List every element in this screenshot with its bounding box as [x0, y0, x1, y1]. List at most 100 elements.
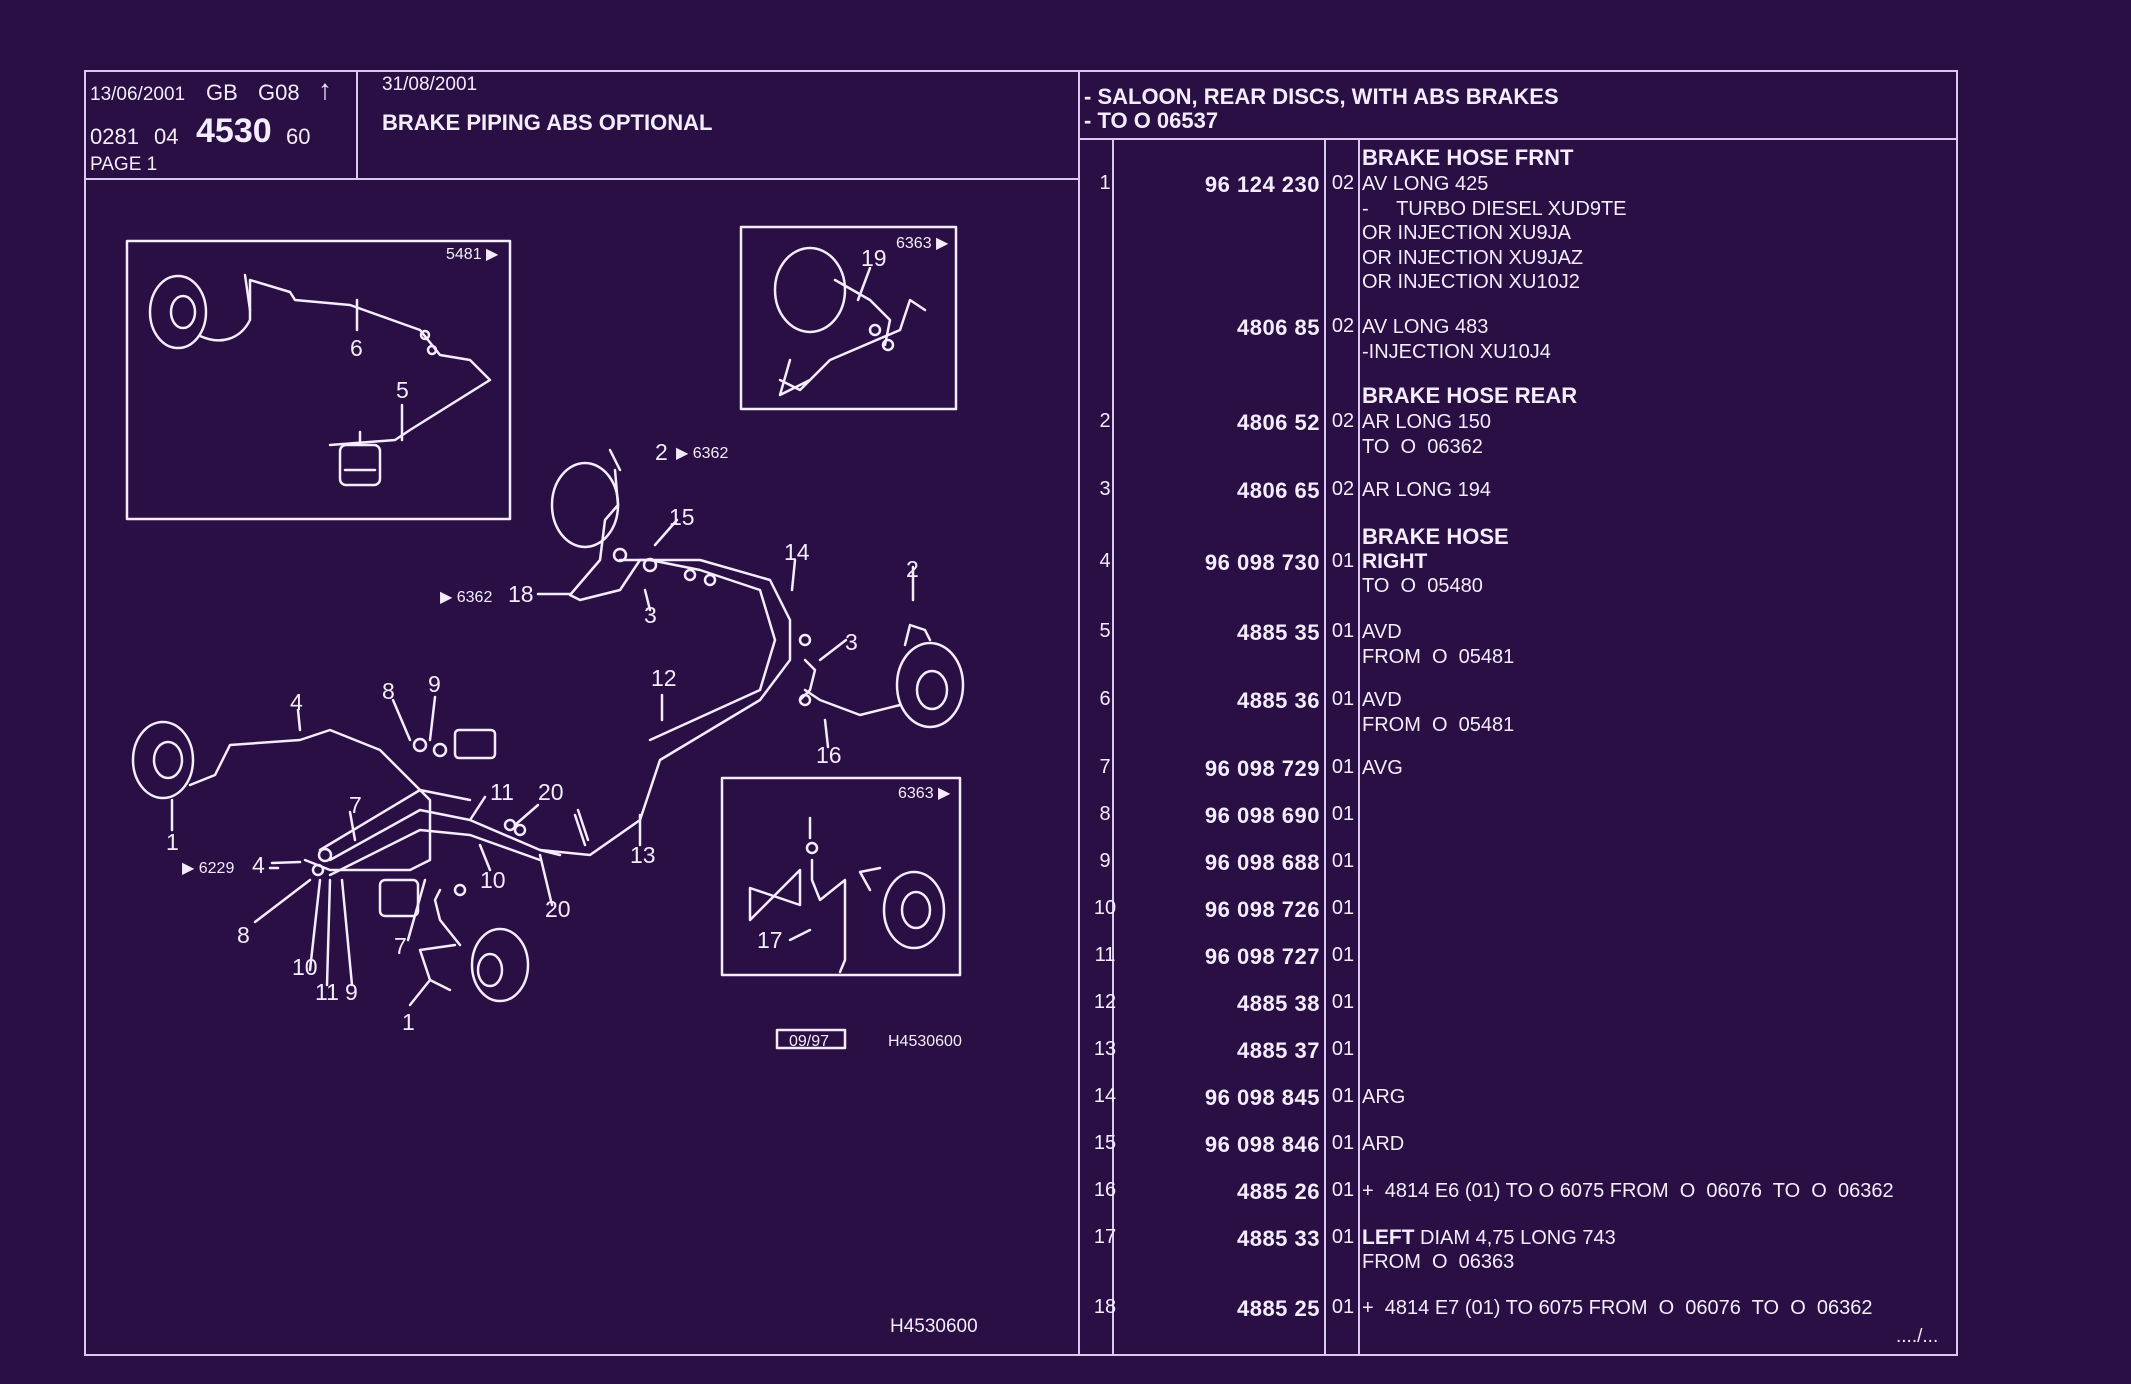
- part-4-desc: TO O 05480: [1362, 575, 1483, 597]
- plate-number: 4530: [196, 112, 272, 150]
- part-11-number[interactable]: 96 098 727: [1204, 944, 1320, 969]
- part-1-number[interactable]: 96 124 230: [1204, 172, 1320, 197]
- part-12-number[interactable]: 4885 38: [1236, 991, 1320, 1016]
- callout-2-b: 2: [906, 556, 919, 582]
- part-3-number[interactable]: 4806 65: [1236, 478, 1320, 503]
- part-5-number[interactable]: 4885 35: [1236, 620, 1320, 645]
- part-5-index: 5: [1099, 620, 1111, 642]
- column-divider-main: [1078, 70, 1080, 1356]
- brake-piping-diagram: 6 5 19 2 15 14 2 18 3 3 12 16 4 8 9 11 2…: [125, 225, 978, 1337]
- callout-4-a: 4: [290, 689, 303, 715]
- callout-2-a: 2: [655, 439, 668, 465]
- part-13-qty: 01: [1331, 1038, 1355, 1060]
- part-13-index: 13: [1093, 1038, 1117, 1060]
- part-1b-number[interactable]: 4806 85: [1236, 315, 1320, 340]
- callout-20-a: 20: [538, 779, 564, 805]
- part-16-number[interactable]: 4885 26: [1236, 1179, 1320, 1204]
- part-14-qty: 01: [1331, 1085, 1355, 1107]
- ref-6363-top: 6363 ▶: [896, 235, 949, 252]
- part-14-index: 14: [1093, 1085, 1117, 1107]
- part-15-desc: ARD: [1362, 1133, 1405, 1155]
- part-7-desc: AVG: [1362, 757, 1403, 779]
- applicability-line-2: - TO O 06537: [1084, 108, 1219, 133]
- part-17-number[interactable]: 4885 33: [1236, 1226, 1320, 1251]
- rear-disc-inset-2: [773, 246, 927, 397]
- part-2-desc: AR LONG 150 TO O 06362: [1362, 411, 1491, 458]
- part-17-side: LEFT: [1362, 1226, 1415, 1249]
- inset-box-top-left: [125, 239, 512, 521]
- catalog-page-frame: [84, 70, 1958, 1356]
- part-12-index: 12: [1093, 991, 1117, 1013]
- part-10-index: 10: [1093, 897, 1117, 919]
- language-code: GB: [206, 80, 238, 105]
- page-title: BRAKE PIPING ABS OPTIONAL: [382, 110, 713, 135]
- part-18-qty: 01: [1331, 1296, 1355, 1318]
- part-8-qty: 01: [1331, 803, 1355, 825]
- part-4-side: RIGHT: [1362, 550, 1428, 573]
- part-18-number[interactable]: 4885 25: [1236, 1296, 1320, 1321]
- callout-12: 12: [651, 665, 677, 691]
- part-13-number[interactable]: 4885 37: [1236, 1038, 1320, 1063]
- column-divider-partno: [1112, 138, 1114, 1356]
- part-11-qty: 01: [1331, 944, 1355, 966]
- drawing-number: H4530600: [888, 1033, 962, 1050]
- part-16-qty: 01: [1331, 1179, 1355, 1201]
- part-15-index: 15: [1093, 1132, 1117, 1154]
- part-2-index: 2: [1099, 410, 1111, 432]
- group-code: G08: [258, 80, 300, 105]
- part-10-number[interactable]: 96 098 726: [1204, 897, 1320, 922]
- ref-6362-a: ▶ 6362: [676, 445, 728, 462]
- part-1-desc: AV LONG 425 - TURBO DIESEL XUD9TE OR INJ…: [1362, 173, 1627, 293]
- callout-7-a: 7: [349, 792, 362, 818]
- date-revised: 31/08/2001: [382, 74, 478, 95]
- callout-8-b: 8: [237, 922, 250, 948]
- callout-7-b: 7: [394, 933, 407, 959]
- part-7-index: 7: [1099, 756, 1111, 778]
- ref-6363-bottom: 6363 ▶: [898, 785, 951, 802]
- continuation-mark: ..../...: [1896, 1326, 1939, 1347]
- applicability-line-1: - SALOON, REAR DISCS, WITH ABS BRAKES: [1084, 84, 1559, 109]
- part-7-number[interactable]: 96 098 729: [1204, 756, 1320, 781]
- part-2-heading: BRAKE HOSE REAR: [1362, 383, 1578, 408]
- callout-9-b: 9: [345, 979, 358, 1005]
- part-17-qty: 01: [1331, 1226, 1355, 1248]
- part-16-index: 16: [1093, 1179, 1117, 1201]
- part-1b-qty: 02: [1331, 315, 1355, 337]
- part-12-qty: 01: [1331, 991, 1355, 1013]
- callout-3-a: 3: [644, 602, 657, 628]
- callout-11-a: 11: [490, 779, 514, 805]
- part-15-number[interactable]: 96 098 846: [1204, 1132, 1320, 1157]
- callout-9-a: 9: [428, 671, 441, 697]
- header-bottom-line-left: [84, 178, 1078, 180]
- callout-10-b: 10: [292, 954, 318, 980]
- ref-6362-b: ▶ 6362: [440, 589, 492, 606]
- rear-disc-inset-3: [748, 841, 946, 974]
- callout-8-a: 8: [382, 678, 395, 704]
- callout-1-b: 1: [402, 1009, 415, 1035]
- part-4-heading: BRAKE HOSE: [1362, 524, 1509, 549]
- part-18-index: 18: [1093, 1296, 1117, 1318]
- part-5-qty: 01: [1331, 620, 1355, 642]
- callout-19: 19: [861, 245, 887, 271]
- part-4-number[interactable]: 96 098 730: [1204, 550, 1320, 575]
- part-6-number[interactable]: 4885 36: [1236, 688, 1320, 713]
- part-4-qty: 01: [1331, 550, 1355, 572]
- part-3-desc: AR LONG 194: [1362, 479, 1491, 501]
- part-2-qty: 02: [1331, 410, 1355, 432]
- part-16-desc: + 4814 E6 (01) TO O 6075 FROM O 06076 TO…: [1362, 1180, 1894, 1202]
- header-divider-1: [356, 70, 358, 180]
- part-1b-desc: AV LONG 483 -INJECTION XU10J4: [1362, 316, 1551, 363]
- part-14-number[interactable]: 96 098 845: [1204, 1085, 1320, 1110]
- callout-18: 18: [508, 581, 534, 607]
- part-2-number[interactable]: 4806 52: [1236, 410, 1320, 435]
- date-issued: 13/06/2001: [90, 84, 186, 105]
- part-8-index: 8: [1099, 803, 1111, 825]
- callout-11-b: 11: [315, 979, 339, 1005]
- inset-box-top-right: [739, 225, 958, 411]
- main-brake-lines: [131, 461, 965, 1003]
- part-17-desc-line1: LEFT DIAM 4,75 LONG 743: [1362, 1226, 1616, 1251]
- callout-4-b: 4: [252, 852, 265, 878]
- column-divider-qty-left: [1324, 138, 1326, 1356]
- part-9-number[interactable]: 96 098 688: [1204, 850, 1320, 875]
- part-8-number[interactable]: 96 098 690: [1204, 803, 1320, 828]
